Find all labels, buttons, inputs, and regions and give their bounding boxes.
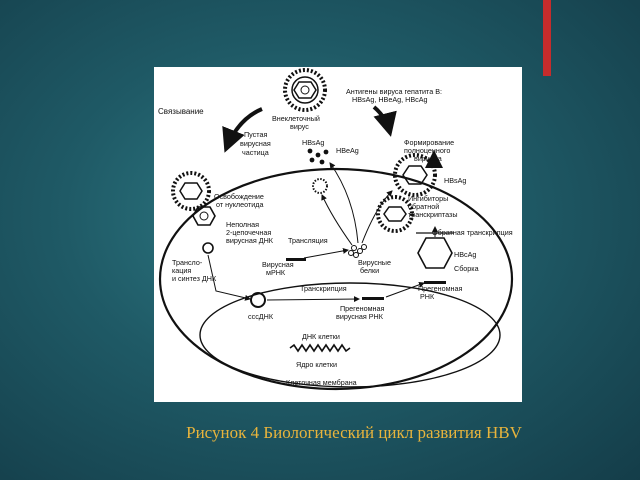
label-nucleus: Ядро клетки <box>296 360 337 369</box>
proteins-up-arrow-3 <box>361 190 393 244</box>
extracellular-virus-icon <box>283 68 327 112</box>
label-inhibitors-2: обратной <box>408 202 439 211</box>
pregenomic-rna-right-bar <box>424 281 446 284</box>
label-viral-proteins-1: Вирусные <box>358 258 391 267</box>
label-incomplete-2: 2-цепочечная <box>226 228 271 237</box>
cccdna-icon <box>250 292 266 308</box>
label-extracellular-1: Внеклеточный <box>272 114 320 123</box>
figure-caption-text: Рисунок 4 Биологический цикл развития HB… <box>186 423 522 442</box>
label-incomplete-1: Неполная <box>226 220 259 229</box>
translocation-arrow <box>207 254 251 301</box>
label-extracellular-2: вирус <box>290 122 309 131</box>
empty-viral-particle-icon <box>312 178 328 194</box>
label-incomplete-3: вирусная ДНК <box>226 236 274 245</box>
label-assembly: Сборка <box>454 264 479 273</box>
assembly-capsid-icon <box>417 237 453 269</box>
bound-virus-icon <box>171 171 211 211</box>
label-formation-3: вириона <box>414 154 442 163</box>
label-transcription: Транскрипция <box>300 284 347 293</box>
figure-caption: Рисунок 4 Биологический цикл развития HB… <box>0 423 640 443</box>
pregenomic-rna-bar <box>362 297 384 300</box>
label-viral-proteins-2: белки <box>360 266 379 275</box>
label-hbeag-top: HBeAg <box>336 146 359 155</box>
complete-virion-icon <box>393 153 437 197</box>
proteins-up-arrow-2 <box>329 162 359 244</box>
proteins-up-arrow-1 <box>321 194 353 246</box>
label-pregenomic-viral-rna-2: вирусная РНК <box>336 312 384 321</box>
label-inhibitors-1: Ингибиторы <box>408 194 448 203</box>
virion-inside-cell-icon <box>376 195 414 233</box>
label-formation-2: полноценного <box>404 146 450 155</box>
label-translocation-3: и синтез ДНК <box>172 274 217 283</box>
label-formation-1: Формирование <box>404 138 454 147</box>
viral-proteins-icon <box>348 244 367 258</box>
label-viral-mrna-2: мРНК <box>266 268 286 277</box>
label-empty-1: Пустая <box>244 130 267 139</box>
label-pregenomic-rna-1: Прегеномная <box>418 284 462 293</box>
release-arrow <box>372 105 397 137</box>
label-translation: Трансляция <box>288 236 328 245</box>
label-release-1: Освобождение <box>214 192 264 201</box>
hbv-life-cycle-diagram: Связывание Антигены вируса гепатита В: H… <box>154 67 522 402</box>
label-pregenomic-rna-2: РНК <box>420 292 435 301</box>
label-translocation-1: Трансло- <box>172 258 203 267</box>
label-empty-3: частица <box>242 148 269 157</box>
label-hbsag-right: HBsAg <box>444 176 466 185</box>
label-cell-dna: ДНК клетки <box>302 332 340 341</box>
label-translocation-2: кация <box>172 266 191 275</box>
accent-tab <box>543 0 551 76</box>
label-cccdna: cccДНК <box>248 312 274 321</box>
label-membrane: Клеточная мембрана <box>286 378 357 387</box>
cell-nucleus <box>199 282 501 388</box>
translation-arrow <box>303 247 349 259</box>
label-release-2: от нуклеотида <box>216 200 263 209</box>
label-binding: Связывание <box>158 107 204 116</box>
viral-mrna-bar <box>286 258 306 261</box>
label-inhibitors-3: транскриптазы <box>408 210 458 219</box>
label-empty-2: вирусная <box>240 139 271 148</box>
hbsag-particles-icon <box>307 148 329 165</box>
label-pregenomic-viral-rna-1: Прегеномная <box>340 304 384 313</box>
rna-to-assembly-arrow <box>385 281 425 298</box>
label-viral-mrna-1: Вирусная <box>262 260 294 269</box>
incomplete-dna-icon <box>202 242 214 254</box>
transcription-arrow <box>266 296 360 303</box>
cell-dna-strand <box>289 343 351 353</box>
label-hbcag: HBcAg <box>454 250 476 259</box>
label-antigens-1: Антигены вируса гепатита В: <box>346 87 442 96</box>
cell-membrane <box>158 167 514 391</box>
nucleocapsid-icon <box>192 206 216 226</box>
label-antigens-2: HBsAg, HBeAg, HBcAg <box>352 95 428 104</box>
label-reverse-transcription: Обратная транскрипция <box>432 228 513 237</box>
label-hbsag-top: HBsAg <box>302 138 324 147</box>
binding-arrow <box>222 107 263 153</box>
